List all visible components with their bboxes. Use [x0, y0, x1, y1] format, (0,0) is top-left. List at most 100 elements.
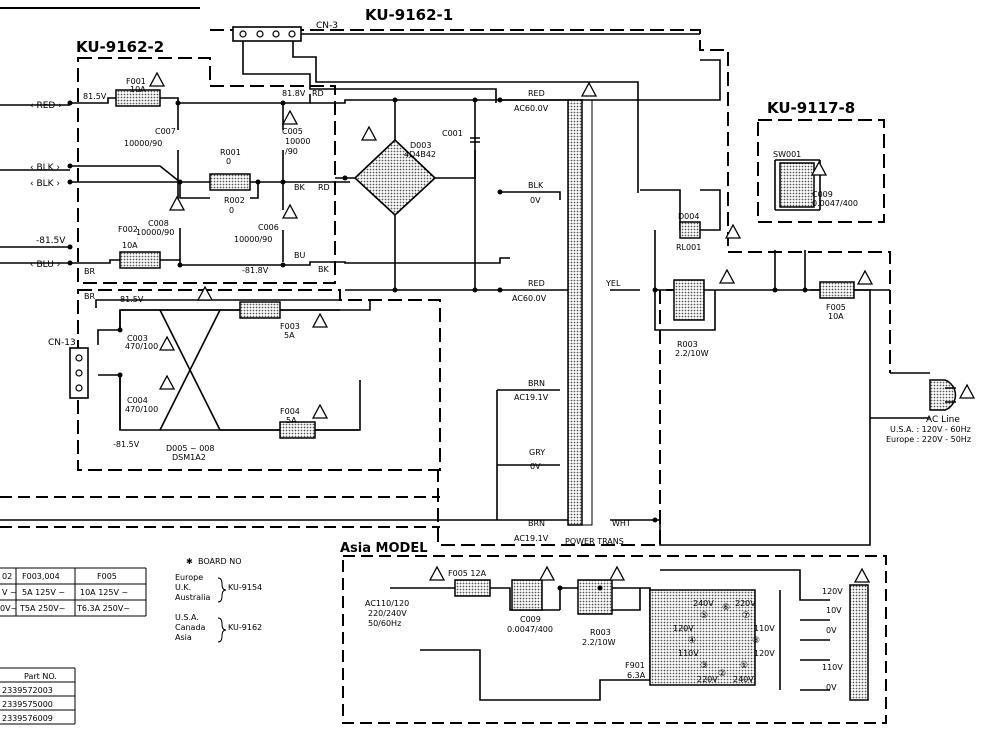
board-ku9162-2-label: KU-9162-2 — [76, 38, 164, 56]
asia-label: 0V — [826, 683, 837, 692]
transformer-label: AC60.0V — [512, 294, 547, 303]
asia-label: 110V — [678, 649, 699, 658]
component-label: D004 — [678, 212, 699, 221]
board-asia-label: Asia MODEL — [340, 541, 428, 556]
asia-label: ⑤ — [700, 611, 708, 621]
part-table-cell: 2339575000 — [2, 700, 53, 709]
asia-label: 10V — [826, 606, 842, 615]
transformer-label: 0V — [530, 462, 541, 471]
asia-label: ⑦ — [742, 611, 750, 621]
board-table-cell: U.K. — [175, 583, 191, 592]
board-table-cell: Canada — [175, 623, 206, 632]
node-label: BR — [84, 267, 95, 276]
fuse-table-header: F005 — [97, 572, 117, 581]
node-label: -81.8V — [242, 266, 269, 275]
asia-label: 110V — [754, 624, 775, 633]
component-label: D005 ~ 008 — [166, 444, 215, 453]
fuse-f003 — [239, 301, 281, 319]
node-label: 81.5V — [83, 92, 107, 101]
component-label: R002 — [224, 196, 245, 205]
board-ku9162-1-outline — [210, 29, 891, 373]
board-table-cell: KU-9162 — [228, 623, 262, 632]
fuse-f005 — [819, 281, 855, 299]
board-ku9162-2-outline — [77, 57, 336, 284]
board-table-cell: Asia — [175, 633, 192, 642]
transformer-label: WHT — [612, 519, 631, 528]
component-label: /90 — [285, 147, 298, 156]
board-table-cell: U.S.A. — [175, 613, 199, 622]
component-label: 470/100 — [125, 405, 158, 414]
asia-label: ② — [718, 669, 726, 679]
fuse-f002 — [119, 251, 161, 269]
component-label: F004 — [280, 407, 300, 416]
transformer-label: RED — [528, 89, 545, 98]
fuse-table-cell: 5A 125V ~ — [22, 588, 65, 597]
component-label: 10000/90 — [136, 228, 174, 237]
transformer-label: AC19.1V — [514, 534, 549, 543]
component-label: F002 — [118, 225, 138, 234]
part-table-header: Part NO. — [24, 672, 57, 681]
node-label: BR — [84, 292, 95, 301]
cn3-label: CN-3 — [316, 21, 338, 31]
fuse-asia-f005 — [454, 579, 491, 597]
component-label: F005 — [826, 303, 846, 312]
node-label: BK — [318, 265, 329, 274]
component-label: 0 — [226, 157, 231, 166]
transformer-core — [567, 99, 583, 526]
component-label: RL001 — [676, 243, 701, 252]
asia-label: ③ — [700, 661, 708, 671]
transformer-label: 0V — [530, 196, 541, 205]
asia-label: 220/240V — [368, 609, 407, 618]
component-label: F003 — [280, 322, 300, 331]
asia-label: 220V — [697, 675, 718, 684]
asia-sw2 — [577, 579, 613, 615]
ac-plug-icon — [929, 379, 957, 411]
board-ku9117-8-label: KU-9117-8 — [767, 99, 855, 117]
component-label: 5A — [286, 416, 297, 425]
ac-line-label: AC Line — [926, 415, 960, 425]
fuse-table-cell: 10A 125V ~ — [80, 588, 128, 597]
relay-rl001 — [679, 221, 701, 239]
board-ku9162-1-label: KU-9162-1 — [365, 6, 453, 24]
fuse-f001 — [115, 89, 161, 107]
asia-label: 2.2/10W — [582, 638, 616, 647]
board-table-cell: KU-9154 — [228, 583, 262, 592]
component-label: C001 — [442, 129, 463, 138]
resistor-r001 — [209, 173, 251, 191]
component-label: C008 — [148, 219, 169, 228]
asia-label: F901 — [625, 661, 645, 670]
fuse-table-header: F003,004 — [22, 572, 60, 581]
component-label: D003 — [410, 141, 431, 150]
asia-label: 240V — [733, 675, 754, 684]
node-label: RD — [318, 183, 330, 192]
terminal-red: ‹ RED › — [30, 101, 62, 111]
component-label: 10A — [130, 85, 146, 94]
component-label: R001 — [220, 148, 241, 157]
asia-label: 120V — [754, 649, 775, 658]
board-table-cell: Europe — [175, 573, 203, 582]
node-label: BK — [294, 183, 305, 192]
component-label: 4D4B42 — [404, 150, 436, 159]
terminal-blu: ‹ BLU › — [30, 260, 60, 270]
component-label: 10000/90 — [234, 235, 272, 244]
asia-label: ⑧ — [752, 636, 760, 646]
node-label: RD — [312, 89, 324, 98]
asia-label: 0.0047/400 — [507, 625, 553, 634]
asia-label: AC110/120 — [365, 599, 409, 608]
asia-sw1 — [511, 579, 543, 611]
transformer-label: POWER TRANS — [565, 537, 624, 546]
relay-contacts — [673, 279, 705, 321]
transformer-label: BRN — [528, 519, 545, 528]
asia-label: 240V — [693, 599, 714, 608]
asia-label: ④ — [688, 636, 696, 646]
part-table-cell: 2339572003 — [2, 686, 53, 695]
node-label: -81.5V — [113, 440, 140, 449]
component-label: DSM1A2 — [172, 453, 206, 462]
component-label: C009 — [812, 190, 833, 199]
fuse-table-header: 02 — [2, 572, 12, 581]
node-label: 81.5V — [120, 295, 144, 304]
component-label: 10A — [828, 312, 844, 321]
fuse-table-cell: T5A 250V~ — [19, 604, 65, 613]
asia-label: ⑥ — [722, 603, 730, 613]
